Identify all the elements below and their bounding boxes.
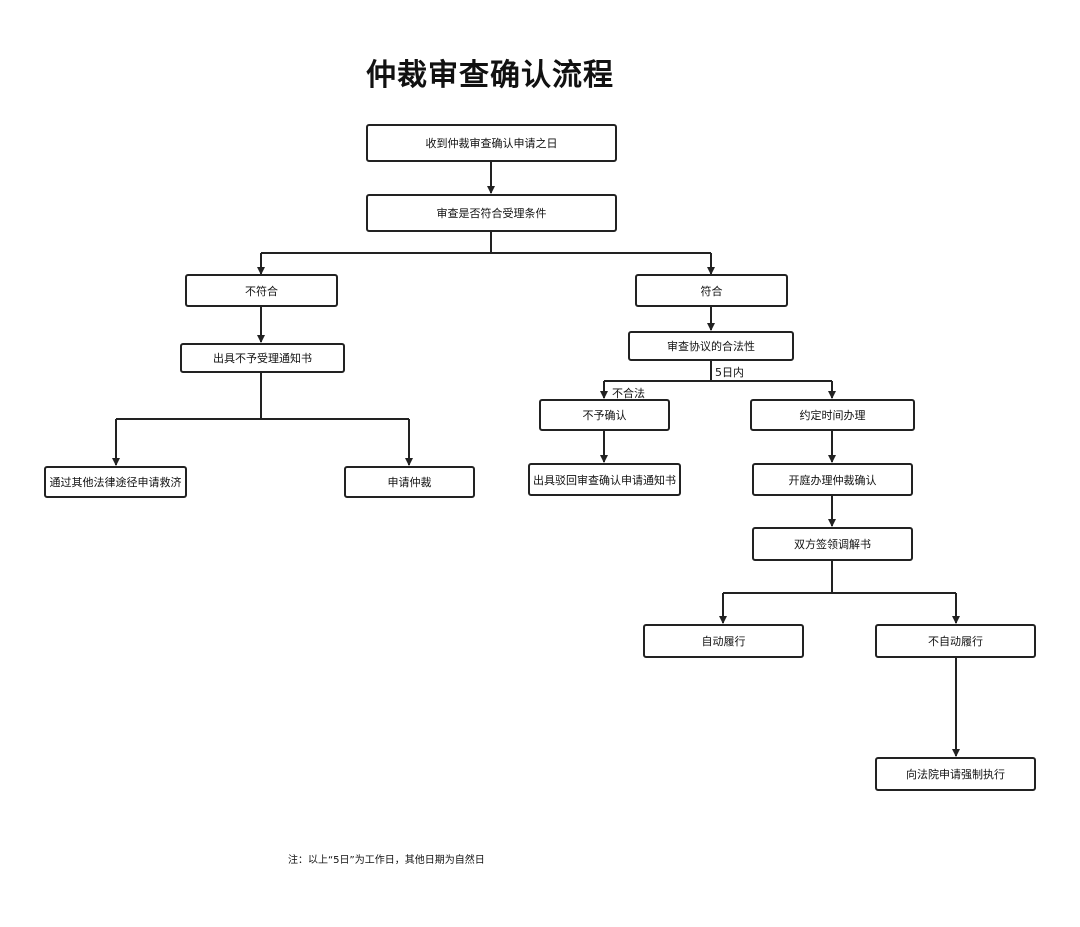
label-illegal: 不合法: [612, 387, 645, 400]
node-issue-dismissal-notice: 出具驳回审查确认申请通知书: [528, 463, 681, 496]
node-receive: 收到仲裁审查确认申请之日: [366, 124, 617, 162]
node-schedule-time: 约定时间办理: [750, 399, 915, 431]
footnote: 注：以上“5日”为工作日，其他日期为自然日: [288, 855, 485, 866]
node-sign-mediation: 双方签领调解书: [752, 527, 913, 561]
node-not-confirm: 不予确认: [539, 399, 670, 431]
label-within-5-days: 5日内: [715, 366, 744, 379]
node-not-meet: 不符合: [185, 274, 338, 307]
node-auto-perform: 自动履行: [643, 624, 804, 658]
node-review-conditions: 审查是否符合受理条件: [366, 194, 617, 232]
node-issue-rejection-notice: 出具不予受理通知书: [180, 343, 345, 373]
node-court-hearing: 开庭办理仲裁确认: [752, 463, 913, 496]
node-meet: 符合: [635, 274, 788, 307]
node-apply-enforcement: 向法院申请强制执行: [875, 757, 1036, 791]
node-other-legal-remedy: 通过其他法律途径申请救济: [44, 466, 187, 498]
node-not-auto-perform: 不自动履行: [875, 624, 1036, 658]
node-apply-arbitration: 申请仲裁: [344, 466, 475, 498]
page-title: 仲裁审查确认流程: [366, 58, 614, 93]
node-review-legality: 审查协议的合法性: [628, 331, 794, 361]
